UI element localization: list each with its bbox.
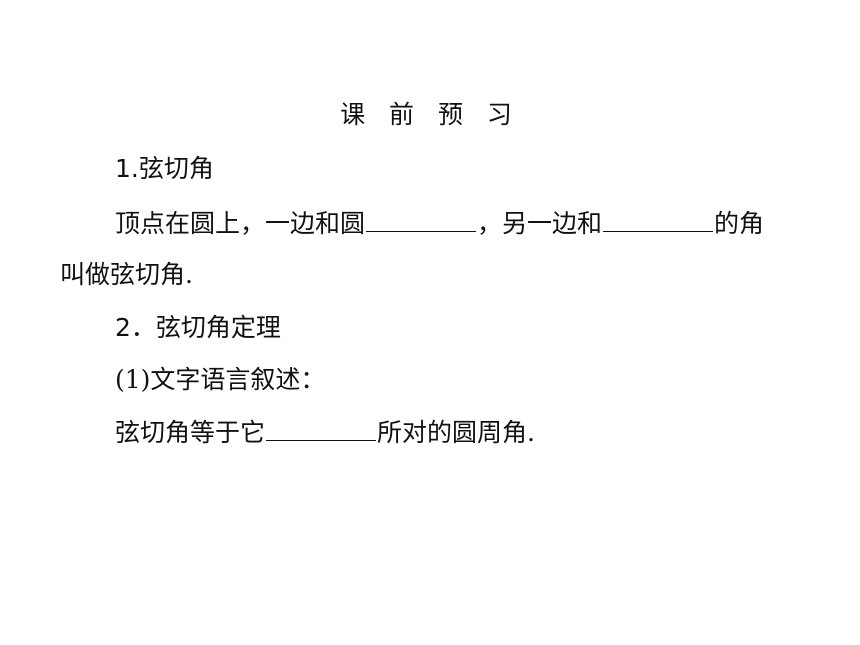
page-title: 课 前 预 习 (340, 100, 520, 129)
theorem-line: 弦切角等于它 所对的圆周角. (115, 416, 535, 450)
section-2-heading: 2．弦切角定理 (115, 313, 281, 342)
definition-line-2: 叫做弦切角. (60, 260, 193, 289)
definition-text-1: 顶点在圆上，一边和圆 (115, 209, 366, 238)
section-1-heading: 1.弦切角 (115, 154, 214, 183)
definition-text-2: ，另一边和 (477, 209, 603, 238)
definition-text-3: 的角 (714, 209, 765, 238)
fill-in-blank-1 (366, 209, 477, 232)
theorem-text-2: 所对的圆周角. (377, 418, 535, 447)
fill-in-blank-3 (266, 418, 377, 441)
theorem-text-1: 弦切角等于它 (115, 418, 266, 447)
subheading-verbal-statement: (1)文字语言叙述： (115, 365, 326, 394)
fill-in-blank-2 (603, 209, 714, 232)
definition-line-1: 顶点在圆上，一边和圆 ，另一边和 的角 (115, 207, 764, 241)
